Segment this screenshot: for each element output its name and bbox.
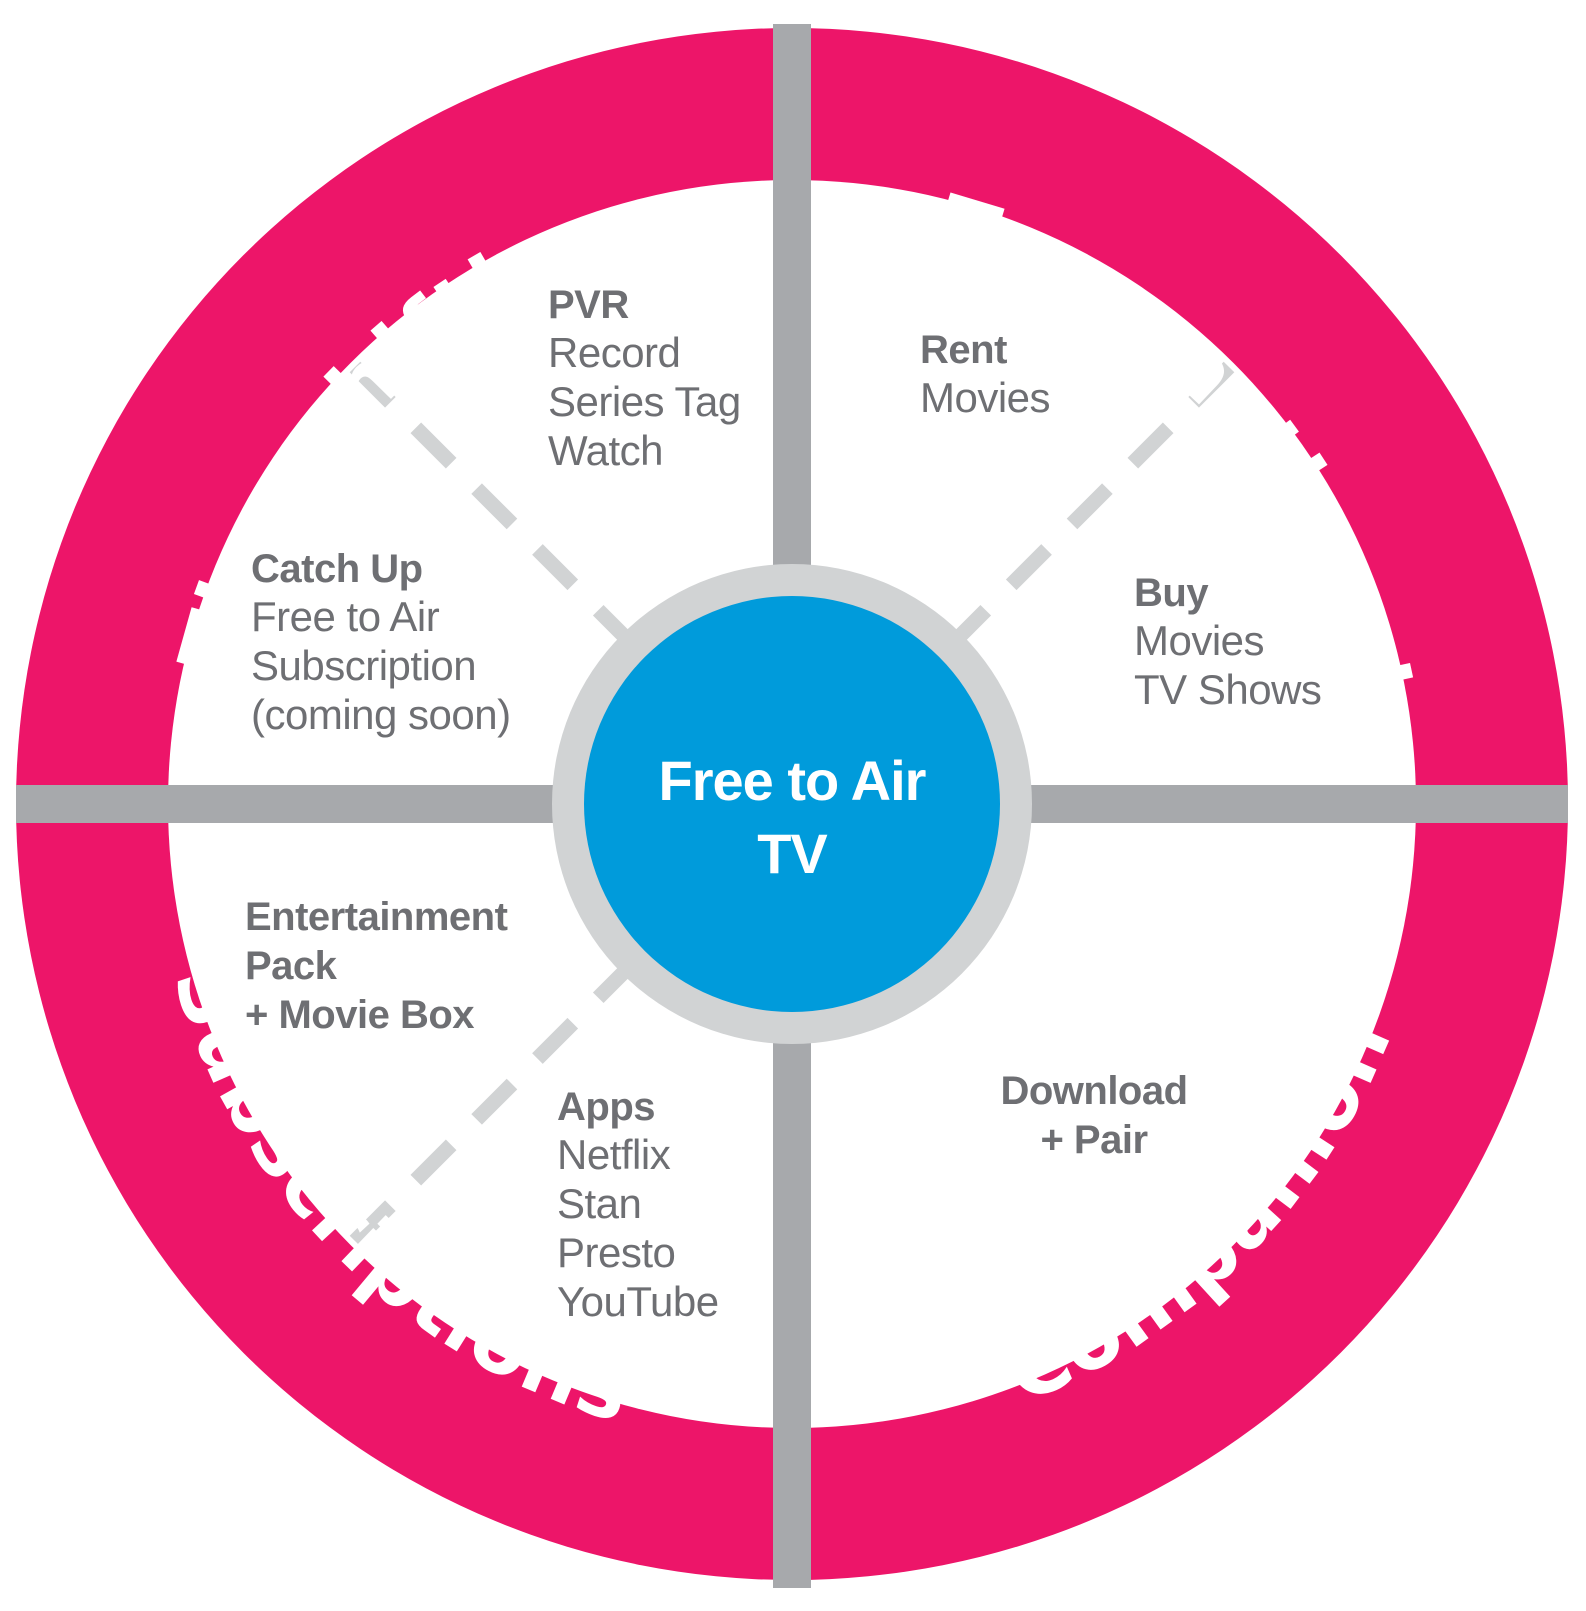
segment-pvr: PVR Record Series Tag Watch [548, 283, 741, 474]
divider-vertical-bottom [773, 1040, 811, 1588]
segment-pvr-item: Series Tag [548, 378, 741, 425]
dashed-line-top-left [349, 361, 634, 646]
segment-pvr-item: Record [548, 329, 680, 376]
segment-apps: Apps Netflix Stan Presto YouTube [557, 1085, 719, 1325]
segment-download-pair: Download + Pair [1000, 1069, 1188, 1162]
segment-apps-item: Netflix [557, 1131, 671, 1178]
segment-download-title-line: Download [1000, 1069, 1187, 1113]
center-title-line-1: Free to Air [659, 749, 926, 812]
dashed-line-top-right [950, 361, 1235, 646]
segment-catch-up-item: Free to Air [251, 593, 440, 640]
segment-buy-item: TV Shows [1134, 666, 1321, 713]
center-title-line-2: TV [757, 822, 827, 885]
divider-horizontal-left [16, 785, 556, 823]
segment-catch-up-title: Catch Up [251, 547, 423, 591]
segment-download-title-line: + Pair [1040, 1118, 1147, 1162]
segment-buy: Buy Movies TV Shows [1134, 571, 1322, 713]
divider-vertical-top [773, 24, 811, 568]
segment-rent-item: Movies [920, 374, 1050, 421]
center-hub [584, 596, 1000, 1012]
segment-rent-title: Rent [920, 328, 1007, 372]
segment-entertainment-title-line: Entertainment [245, 895, 508, 939]
segment-pvr-title: PVR [548, 283, 629, 327]
segment-apps-item: Presto [557, 1229, 675, 1276]
segment-catch-up-item: (coming soon) [251, 691, 511, 738]
segment-rent: Rent Movies [920, 328, 1051, 421]
segment-entertainment-title-line: Pack [245, 944, 338, 988]
dashed-line-bottom-left [349, 962, 634, 1247]
segment-catch-up-item: Subscription [251, 642, 476, 689]
segment-apps-item: YouTube [557, 1278, 719, 1325]
divider-horizontal-right [1028, 785, 1568, 823]
segment-catch-up: Catch Up Free to Air Subscription (comin… [251, 547, 511, 738]
segment-apps-item: Stan [557, 1180, 641, 1227]
dashed-separators [349, 361, 1235, 1247]
segment-entertainment-title-line: + Movie Box [245, 993, 474, 1037]
segment-buy-title: Buy [1134, 571, 1209, 615]
segment-pvr-item: Watch [548, 427, 663, 474]
segment-apps-title: Apps [557, 1085, 655, 1129]
segment-entertainment-pack: Entertainment Pack + Movie Box [245, 895, 508, 1037]
segment-buy-item: Movies [1134, 617, 1264, 664]
